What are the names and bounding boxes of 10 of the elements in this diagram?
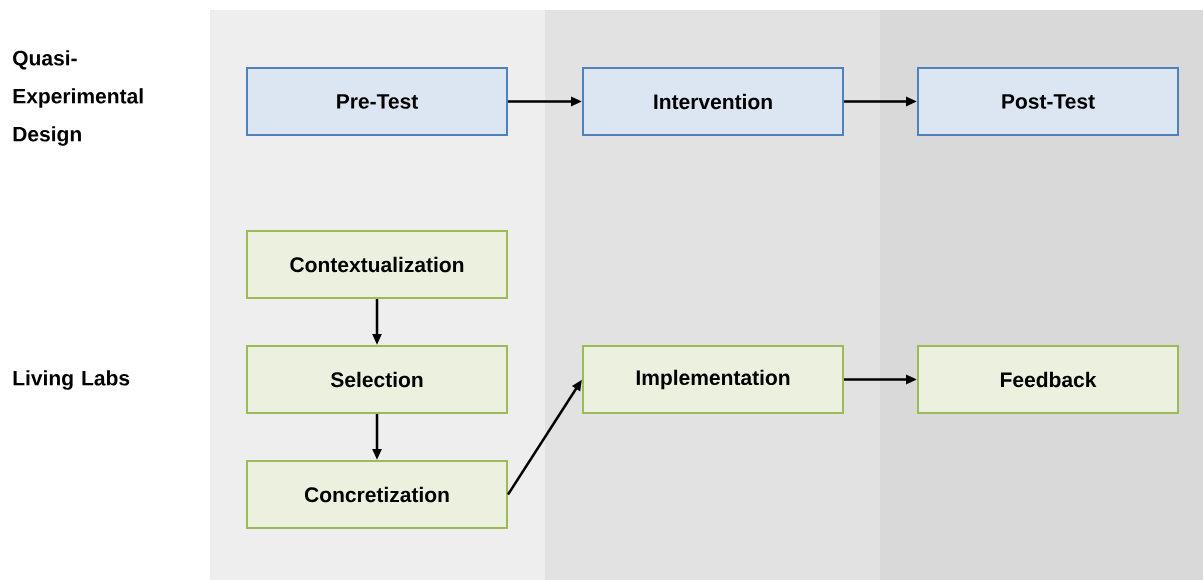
row-label: Living Labs (13, 370, 130, 390)
process-box: Feedback (917, 345, 1179, 414)
process-box: Selection (246, 345, 508, 414)
process-box: Implementation (582, 345, 844, 414)
process-box: Pre-Test (246, 67, 508, 136)
process-box: Intervention (582, 67, 844, 136)
process-box: Concretization (246, 460, 508, 529)
process-box: Contextualization (246, 230, 508, 299)
row-label: Quasi-Experimental Design (13, 50, 143, 146)
process-box: Post-Test (917, 67, 1179, 136)
